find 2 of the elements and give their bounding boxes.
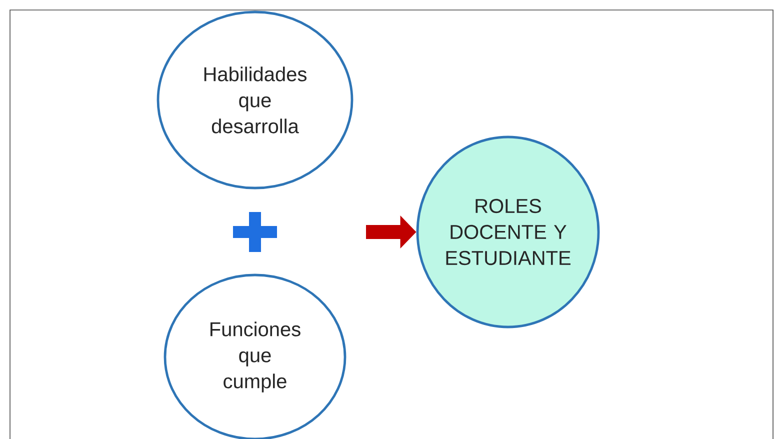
circle-node: Habilidades que desarrolla [156,10,354,190]
circle-node: ROLES DOCENTE Y ESTUDIANTE [416,136,600,328]
